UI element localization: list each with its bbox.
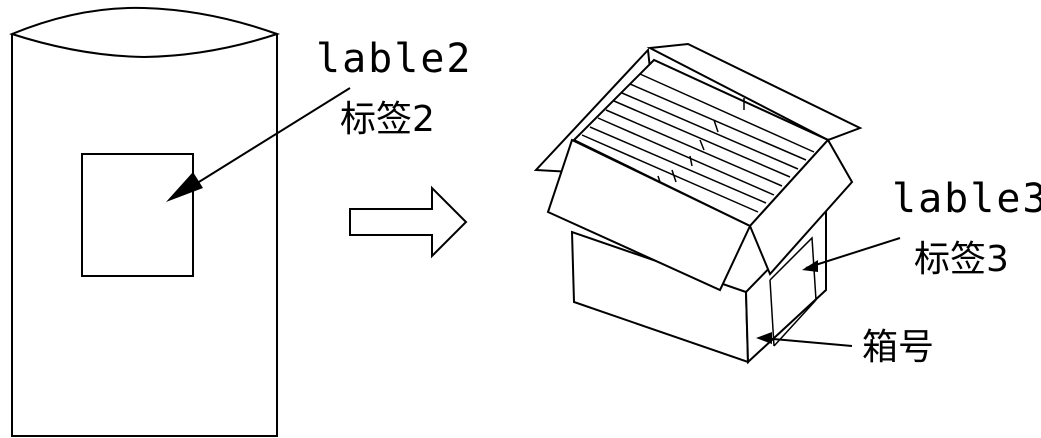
label2-english: lable2 [316, 36, 473, 82]
bag-opening [9, 6, 281, 59]
stacked-items [581, 73, 815, 213]
label2-pointer [166, 87, 351, 202]
box-number-pointer [756, 332, 853, 347]
bag [9, 6, 281, 437]
label2-arrowhead [166, 172, 203, 202]
bag-label-area [81, 153, 194, 277]
label3-chinese: 标签3 [914, 239, 1009, 280]
box-right-flap [748, 138, 854, 276]
box-number-label: 箱号 [862, 327, 934, 368]
transition-arrow [349, 185, 468, 259]
label2-chinese: 标签2 [340, 99, 435, 140]
bag-body [11, 34, 278, 437]
label3-pointer [802, 237, 901, 272]
box-back-flap [646, 42, 863, 142]
box-number-arrowhead [756, 332, 772, 344]
label3-english: lable3 [892, 176, 1041, 222]
label3-arrowhead [802, 260, 818, 272]
box-inner-wall [769, 236, 817, 347]
box [533, 42, 863, 365]
